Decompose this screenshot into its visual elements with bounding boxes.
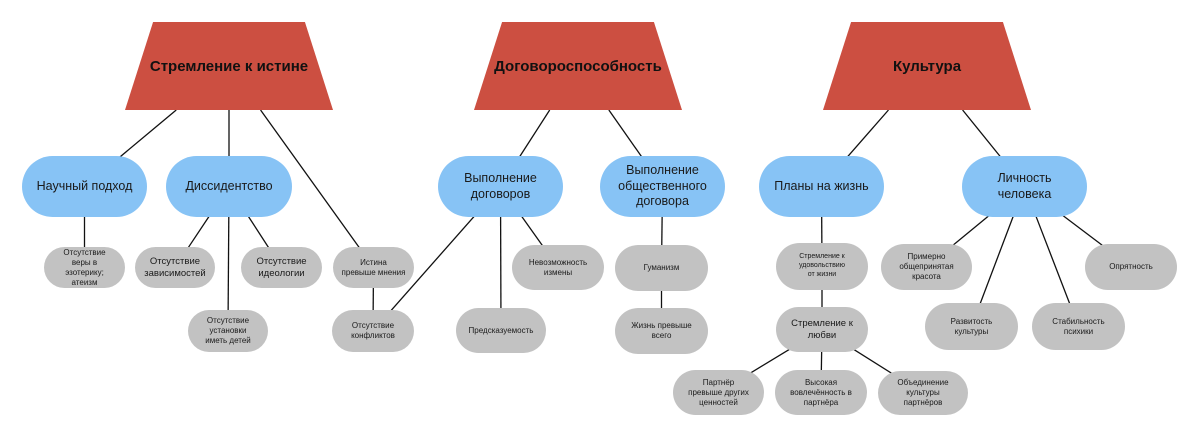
leaf-neatness[interactable]: Опрятность [1085,244,1177,290]
connector-l12-l15 [849,346,897,377]
subcategory-social-contract[interactable]: Выполнение общественного договора [600,156,725,217]
subcategory-life-plans[interactable]: Планы на жизнь [759,156,884,217]
category-culture[interactable]: Культура [823,22,1031,110]
connector-c3-s5 [844,109,889,160]
connector-s6-l16 [949,211,994,249]
subcategory-scientific-approach[interactable]: Научный подход [22,156,147,217]
leaf-partner-above-values[interactable]: Партнёр превыше других ценностей [673,370,764,415]
connector-s6-l18 [979,215,1015,305]
category-contractability[interactable]: Договороспособность [474,22,682,110]
leaf-pursuit-of-love[interactable]: Стремление к любви [776,307,868,352]
subcategory-contract-fulfillment[interactable]: Выполнение договоров [438,156,563,217]
leaf-no-addictions[interactable]: Отсутствие зависимостей [135,247,215,288]
connector-s2-l4 [227,216,230,311]
leaf-humanism[interactable]: Гуманизм [615,245,708,291]
connector-s6-l17 [1056,210,1107,249]
connector-s3-l7 [519,214,544,248]
connector-c1-s1 [114,109,177,162]
connector-c2-s3 [518,109,551,159]
connector-s3-l6 [388,213,478,313]
connector-s2-l2 [187,214,211,250]
connector-c1-l5 [260,109,361,250]
leaf-pursuit-of-pleasure[interactable]: Стремление к удовольствию от жизни [776,243,868,290]
category-label: Стремление к истине [149,57,309,75]
category-label: Культура [892,57,962,75]
connector-s2-l3 [246,214,270,249]
subcategory-personality[interactable]: Личность человека [962,156,1087,217]
leaf-common-beauty[interactable]: Примерно общепринятая красота [881,244,972,290]
leaf-shared-culture[interactable]: Объединение культуры партнёров [878,371,968,415]
leaf-high-involvement[interactable]: Высокая вовлечённость в партнёра [775,370,867,415]
leaf-no-children-mindset[interactable]: Отсутствие установки иметь детей [188,310,268,352]
leaf-predictability[interactable]: Предсказуемость [456,308,546,353]
leaf-truth-over-opinion[interactable]: Истина превыше мнения [333,247,414,288]
connector-l12-l13 [745,345,795,377]
leaf-no-ideology[interactable]: Отсутствие идеологии [241,247,322,288]
leaf-mental-stability[interactable]: Стабильность психики [1032,303,1125,350]
leaf-no-infidelity[interactable]: Невозможность измены [512,245,604,290]
leaf-no-esoterism[interactable]: Отсутствие веры в эзотерику; атеизм [44,247,125,288]
leaf-no-conflicts[interactable]: Отсутствие конфликтов [332,310,414,352]
category-label: Договороспособность [494,57,662,75]
leaf-life-above-all[interactable]: Жизнь превыше всего [615,308,708,354]
category-truth-seeking[interactable]: Стремление к истине [125,22,333,110]
connector-c2-s4 [608,109,644,159]
connector-s6-l19 [1035,215,1071,305]
connector-c3-s6 [962,109,1003,160]
leaf-cultural-development[interactable]: Развитость культуры [925,303,1018,350]
subcategory-dissidence[interactable]: Диссидентство [166,156,292,217]
